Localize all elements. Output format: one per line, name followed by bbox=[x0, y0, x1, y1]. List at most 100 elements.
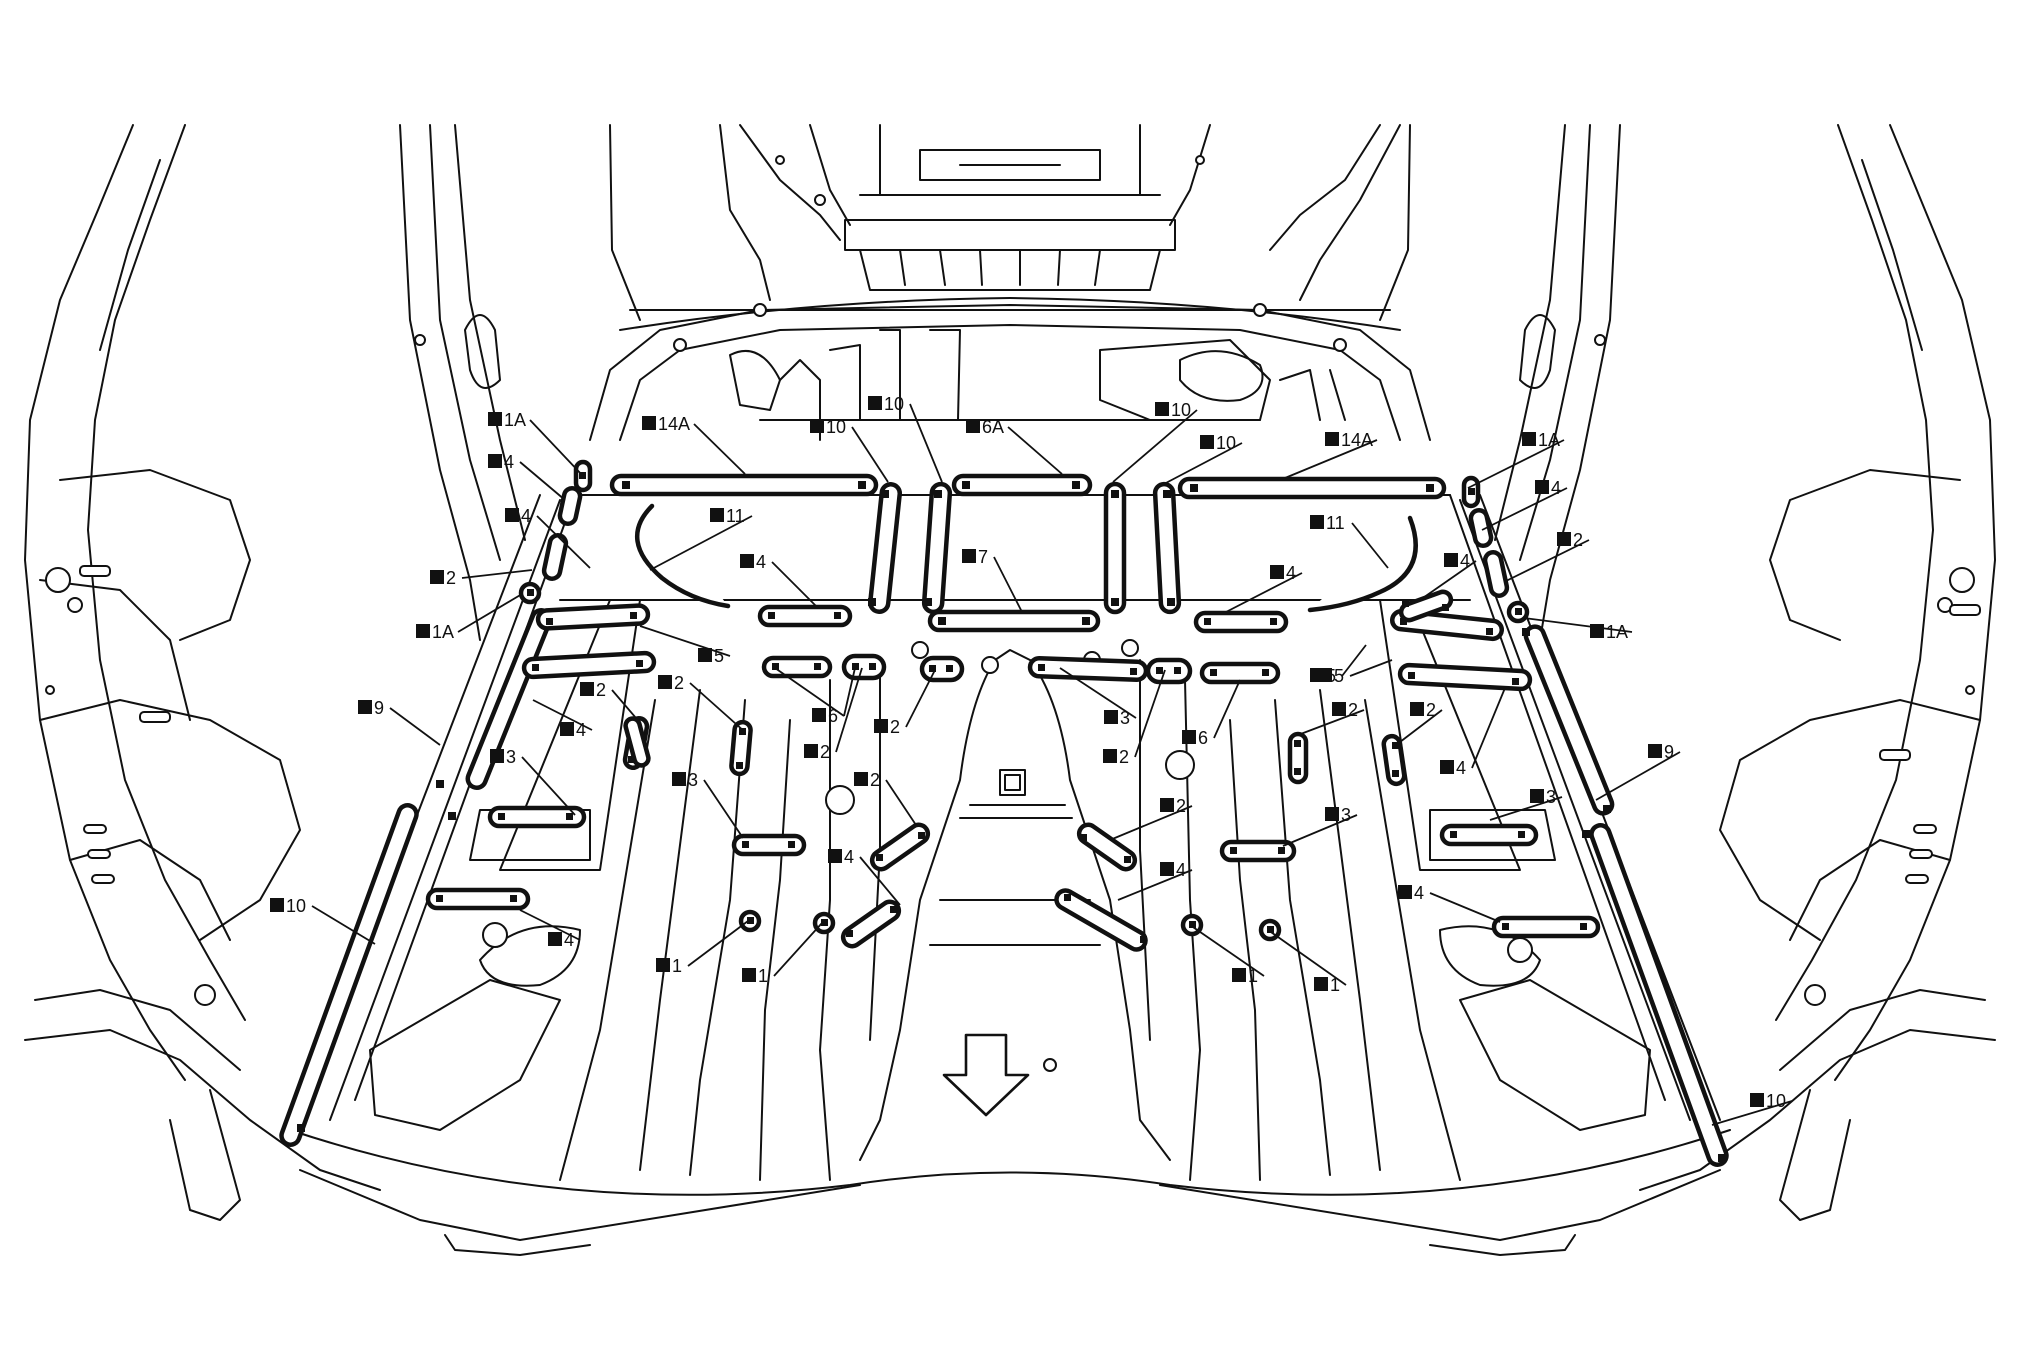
callout-number: 4 bbox=[564, 930, 574, 950]
callout-number: 3 bbox=[506, 747, 516, 767]
callout-square-symbol bbox=[1103, 749, 1117, 763]
callout-square-symbol bbox=[1440, 760, 1454, 774]
sealer-6A bbox=[951, 473, 1093, 497]
callout-number: 7 bbox=[978, 547, 988, 567]
sealer-4-h bbox=[425, 887, 531, 911]
callout-4-c-4-ul1: 4 bbox=[488, 452, 566, 501]
callout-2-c-2-b: 2 bbox=[658, 673, 746, 733]
callout-10-c-10-c: 10 bbox=[1112, 400, 1198, 483]
callout-1-c-1-d: 1 bbox=[1267, 929, 1347, 995]
callout-number: 2 bbox=[890, 717, 900, 737]
leader-line bbox=[1213, 679, 1241, 739]
leader-line bbox=[461, 569, 533, 579]
callout-number: 10 bbox=[826, 417, 846, 437]
leader-line bbox=[1225, 572, 1303, 613]
leader-line bbox=[693, 423, 746, 475]
leader-line bbox=[1351, 522, 1389, 569]
callout-square-symbol bbox=[488, 412, 502, 426]
leader-line bbox=[1189, 924, 1265, 977]
callout-11-c-11-r: 11 bbox=[1310, 513, 1389, 569]
callout-9-c-9-l: 9 bbox=[358, 698, 441, 746]
callout-4-c-4-f: 4 bbox=[1440, 687, 1506, 778]
callout-2-c-2-ur: 2 bbox=[1503, 530, 1590, 583]
callout-14A-c-14A-r: 14A bbox=[1284, 430, 1378, 479]
leader-line bbox=[1467, 439, 1565, 489]
callout-square-symbol bbox=[868, 396, 882, 410]
callout-3-c-3-r2: 3 bbox=[1489, 787, 1563, 821]
callout-square-symbol bbox=[658, 675, 672, 689]
leader-line bbox=[536, 515, 591, 569]
front-direction-arrow bbox=[942, 1033, 1030, 1117]
callout-number: 4 bbox=[756, 552, 766, 572]
leader-line bbox=[1711, 1100, 1793, 1126]
callout-2-c-2-ul: 2 bbox=[430, 568, 533, 588]
callout-square-symbol bbox=[1398, 885, 1412, 899]
callout-number: 4 bbox=[1286, 563, 1296, 583]
callout-number: 2 bbox=[1426, 700, 1436, 720]
leader-line bbox=[1297, 709, 1365, 736]
callout-square-symbol bbox=[1535, 480, 1549, 494]
callout-number: 2 bbox=[1573, 530, 1583, 550]
callout-5-c-5-m: 5 bbox=[1318, 659, 1393, 686]
callout-10-c-10-l: 10 bbox=[270, 896, 376, 945]
callout-number: 14A bbox=[658, 414, 690, 434]
callout-4-c-4-d: 4 bbox=[828, 847, 901, 906]
callout-number: 4 bbox=[1460, 551, 1470, 571]
callout-3-c-3-m: 3 bbox=[672, 770, 744, 839]
callout-square-symbol bbox=[1332, 702, 1346, 716]
callout-labels: 1A4421A914A10106A101014A1A421A1111474455… bbox=[270, 394, 1793, 1126]
leader-line bbox=[689, 682, 746, 733]
leader-line bbox=[993, 556, 1023, 613]
callout-3-c-3-l: 3 bbox=[490, 747, 576, 816]
callout-square-symbol bbox=[1325, 432, 1339, 446]
callout-4-c-4-l: 4 bbox=[532, 699, 593, 740]
leader-line bbox=[703, 779, 744, 839]
vehicle-body-line-art bbox=[24, 124, 1996, 1256]
callout-2-c-2-f: 2 bbox=[854, 770, 917, 826]
leader-line bbox=[774, 667, 845, 717]
leader-line bbox=[1163, 442, 1243, 485]
callout-square-symbol bbox=[488, 454, 502, 468]
callout-number: 1 bbox=[758, 966, 768, 986]
leader-line bbox=[1523, 617, 1633, 633]
leader-line bbox=[1284, 439, 1378, 479]
callout-number: 6A bbox=[982, 417, 1004, 437]
callout-square-symbol bbox=[1160, 798, 1174, 812]
callout-square-symbol bbox=[416, 624, 430, 638]
sealer-11-left bbox=[635, 503, 731, 609]
sealer-10-v1 bbox=[868, 482, 902, 614]
leader-line bbox=[519, 909, 581, 941]
leader-line bbox=[843, 667, 856, 717]
leader-line bbox=[885, 779, 917, 826]
leader-line bbox=[1267, 929, 1347, 986]
leader-line bbox=[1481, 487, 1568, 531]
leader-line bbox=[859, 856, 901, 906]
sealer-9-right bbox=[1522, 624, 1615, 816]
leader-line bbox=[1341, 644, 1367, 677]
sealer-2-g bbox=[1076, 822, 1138, 872]
callout-square-symbol bbox=[580, 682, 594, 696]
callout-square-symbol bbox=[810, 419, 824, 433]
leader-line bbox=[1503, 539, 1590, 583]
callout-5-c-5-l: 5 bbox=[639, 625, 731, 666]
callout-square-symbol bbox=[710, 508, 724, 522]
callout-square-symbol bbox=[1270, 565, 1284, 579]
leader-line bbox=[687, 920, 749, 967]
callout-6-c-6-l: 6 bbox=[774, 667, 856, 726]
callout-number: 1 bbox=[672, 956, 682, 976]
callout-square-symbol bbox=[1557, 532, 1571, 546]
callout-square-symbol bbox=[672, 772, 686, 786]
callout-square-symbol bbox=[1648, 744, 1662, 758]
leader-line bbox=[532, 699, 593, 731]
leader-line bbox=[519, 461, 566, 501]
callout-square-symbol bbox=[1522, 432, 1536, 446]
leader-line bbox=[1007, 426, 1063, 475]
sealer-7 bbox=[927, 609, 1101, 633]
callout-2-c-2-c: 2 bbox=[804, 667, 863, 762]
callout-number: 11 bbox=[1326, 513, 1345, 533]
leader-line bbox=[1117, 869, 1193, 901]
callout-square-symbol bbox=[490, 749, 504, 763]
callout-square-symbol bbox=[358, 700, 372, 714]
callout-square-symbol bbox=[812, 708, 826, 722]
callout-number: 1A bbox=[432, 622, 454, 642]
